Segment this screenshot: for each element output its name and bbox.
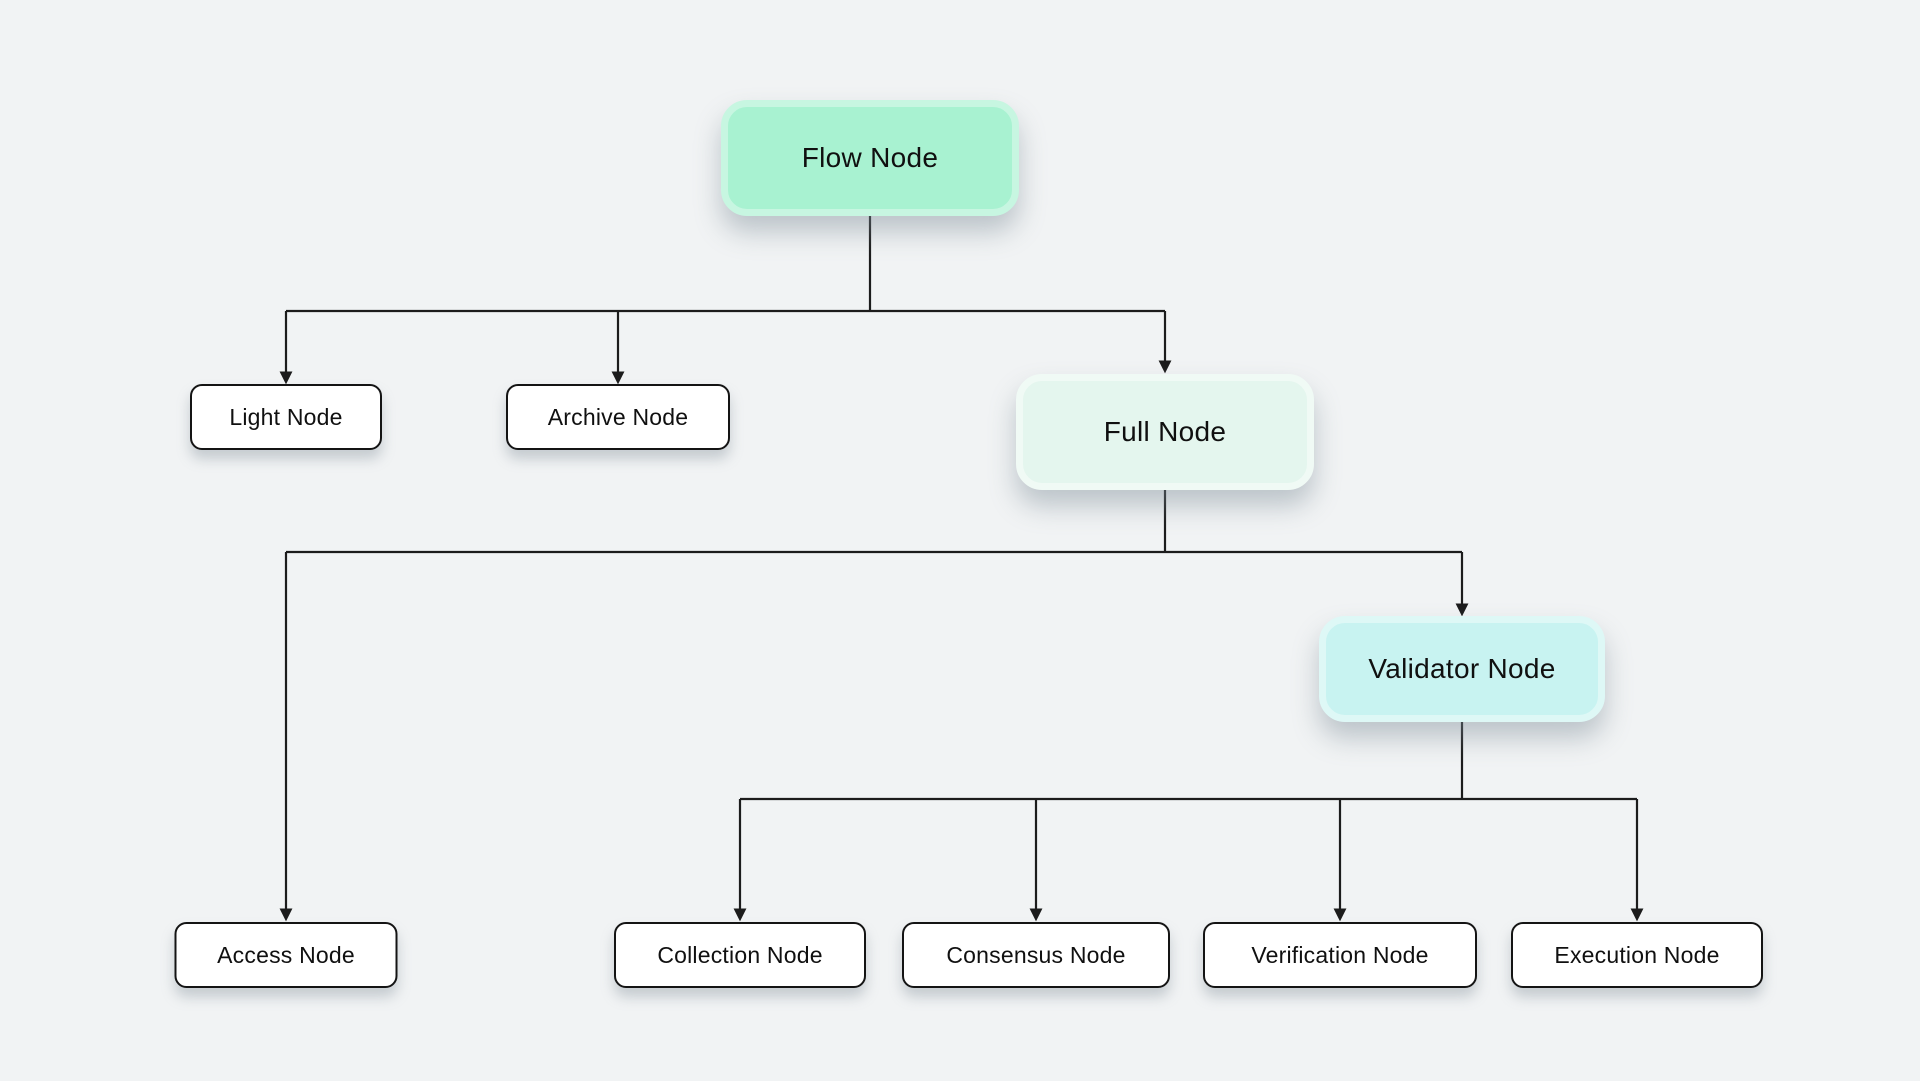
- node-consensus: Consensus Node: [902, 922, 1170, 988]
- node-archive-label: Archive Node: [547, 403, 689, 430]
- edge-validator-rail: [740, 722, 1637, 801]
- node-consensus-label: Consensus Node: [946, 941, 1126, 968]
- node-collection-label: Collection Node: [657, 941, 823, 968]
- node-access: Access Node: [174, 922, 398, 988]
- node-archive: Archive Node: [506, 384, 730, 450]
- node-light: Light Node: [190, 384, 382, 450]
- node-execution-label: Execution Node: [1554, 941, 1720, 968]
- node-access-label: Access Node: [217, 941, 355, 968]
- node-validator-label: Validator Node: [1368, 653, 1556, 684]
- node-flow-label: Flow Node: [801, 142, 939, 173]
- node-full: Full Node: [1016, 374, 1314, 490]
- node-verification-label: Verification Node: [1251, 941, 1429, 968]
- node-validator: Validator Node: [1319, 616, 1605, 722]
- node-flow: Flow Node: [721, 100, 1019, 216]
- edge-flow-rail: [286, 216, 1165, 313]
- node-execution: Execution Node: [1511, 922, 1763, 988]
- node-collection: Collection Node: [614, 922, 866, 988]
- edge-full-rail: [286, 488, 1462, 554]
- node-light-label: Light Node: [229, 403, 343, 430]
- node-full-label: Full Node: [1103, 416, 1227, 447]
- node-verification: Verification Node: [1203, 922, 1477, 988]
